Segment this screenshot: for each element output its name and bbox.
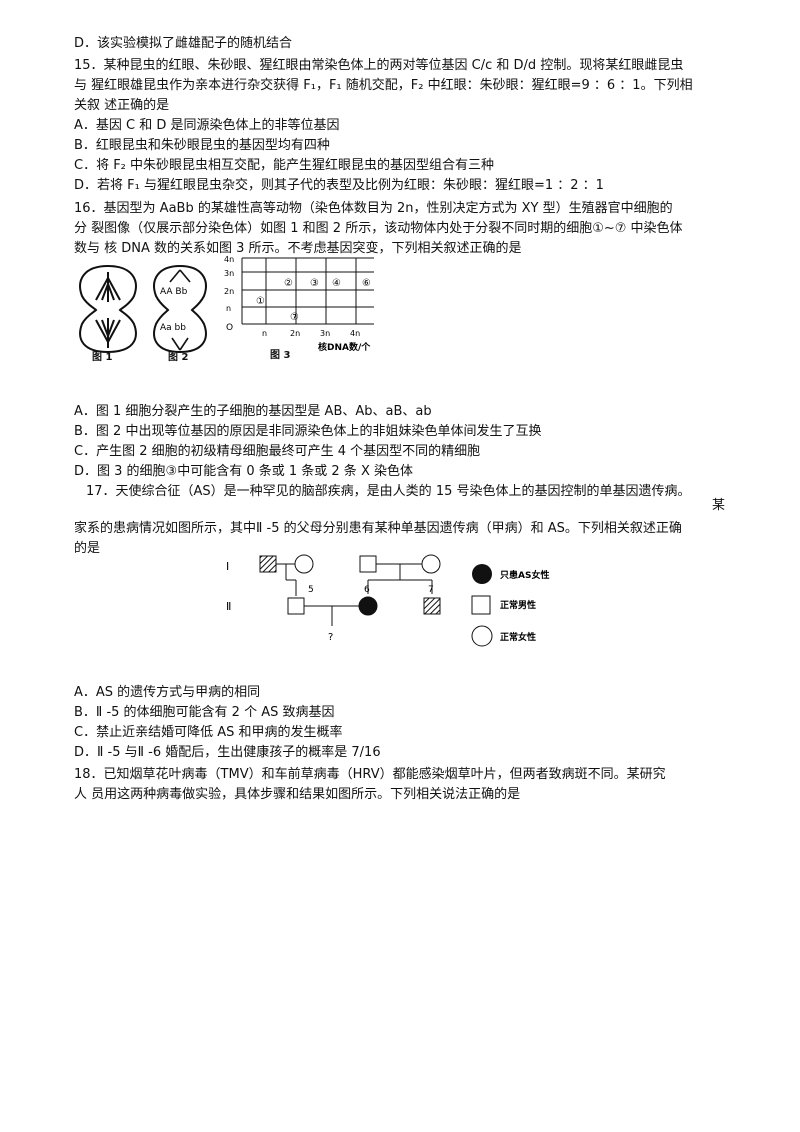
q16-figure-3: 4n 3n 2n n O n 2n 3n 4n 核DNA数/个 ① ② ③ ④ …: [222, 254, 382, 362]
fig3-cell-5: ⑥: [362, 278, 371, 289]
fig3-ytick-3n: 3n: [224, 269, 234, 278]
figure-3-chart: 4n 3n 2n n O n 2n 3n 4n 核DNA数/个 ① ② ③ ④ …: [224, 255, 374, 353]
legend-normal-female-symbol: [471, 625, 493, 647]
q16-option-a: A．图 1 细胞分裂产生的子细胞的基因型是 AB、Ab、aB、ab: [74, 404, 432, 419]
fig3-xtick-3n: 3n: [320, 329, 330, 338]
q17-option-b: B．Ⅱ -5 的体细胞可能含有 2 个 AS 致病基因: [74, 705, 335, 720]
gen1-female-2: [421, 554, 441, 574]
q16-figure-1: 图 1: [72, 262, 144, 363]
gen-I-label: Ⅰ: [226, 560, 229, 573]
figure-2-genes-bottom: Aa bb: [160, 323, 186, 333]
fig3-origin: O: [226, 323, 233, 333]
q17-stem-line1-tail: 某: [712, 498, 726, 513]
figure-2-label: 图 2: [168, 352, 189, 363]
q15-stem-line3: 关叙 述正确的是: [74, 98, 170, 113]
legend-as-female-text: 只患AS女性: [500, 569, 549, 581]
q17-stem-line2: 家系的患病情况如图所示，其中Ⅱ -5 的父母分别患有某种单基因遗传病（甲病）和 …: [74, 521, 682, 536]
figure-1-label: 图 1: [92, 352, 113, 363]
gen1-male-2: [359, 555, 377, 573]
individual-7-label: 7: [428, 585, 434, 595]
legend-as-female-symbol: [472, 564, 492, 584]
gen1-female: [294, 554, 314, 574]
ii6-as-female: [358, 596, 378, 616]
q15-option-c: C．将 F₂ 中朱砂眼昆虫相互交配，能产生猩红眼昆虫的基因型组合有三种: [74, 158, 495, 173]
individual-5-label: 5: [308, 585, 314, 595]
gen-II-label: Ⅱ: [226, 600, 231, 613]
fig3-ytick-n: n: [226, 304, 231, 313]
fig3-cell-3: ③: [310, 278, 319, 289]
q16-stem-line2: 分 裂图像（仅展示部分染色体）如图 1 和图 2 所示，该动物体内处于分裂不同时…: [74, 221, 683, 236]
fig3-cell-1: ①: [256, 296, 265, 307]
q17-stem-line1: 17．天使综合征（AS）是一种罕见的脑部疾病，是由人类的 15 号染色体上的基因…: [86, 484, 691, 499]
q16-stem-line3: 数与 核 DNA 数的关系如图 3 所示。不考虑基因突变，下列相关叙述正确的是: [74, 241, 522, 256]
ii5-male: [287, 597, 305, 615]
fig3-xtick-n: n: [262, 329, 267, 338]
q17-option-a: A．AS 的遗传方式与甲病的相同: [74, 685, 261, 700]
q16-stem-line1: 16．基因型为 AaBb 的某雄性高等动物（染色体数目为 2n，性别决定方式为 …: [74, 201, 673, 216]
q15-option-a: A．基因 C 和 D 是同源染色体上的非等位基因: [74, 118, 340, 133]
q17-pedigree: Ⅰ Ⅱ 5 6 7 ? 只患AS女性 正常男性 正常女性: [220, 552, 590, 650]
q16-option-d: D．图 3 的细胞③中可能含有 0 条或 1 条或 2 条 X 染色体: [74, 464, 413, 479]
q16-option-c: C．产生图 2 细胞的初级精母细胞最终可产生 4 个基因型不同的精细胞: [74, 444, 481, 459]
fig3-ytick-2n: 2n: [224, 287, 234, 296]
gen1-affected-male: [259, 555, 277, 573]
fig3-xtick-2n: 2n: [290, 329, 300, 338]
individual-6-label: 6: [364, 585, 370, 595]
q18-stem-line1: 18．已知烟草花叶病毒（TMV）和车前草病毒（HRV）都能感染烟草叶片，但两者致…: [74, 767, 666, 782]
q18-stem-line2: 人 员用这两种病毒做实验，具体步骤和结果如图所示。下列相关说法正确的是: [74, 787, 521, 802]
legend-normal-female-text: 正常女性: [500, 631, 536, 643]
fig3-cell-2: ②: [284, 278, 293, 289]
fig3-xtick-4n: 4n: [350, 329, 360, 338]
legend-normal-male-text: 正常男性: [500, 599, 536, 611]
fig3-x-label: 核DNA数/个: [318, 341, 371, 353]
q15-stem-line2: 与 猩红眼雄昆虫作为亲本进行杂交获得 F₁，F₁ 随机交配，F₂ 中红眼：朱砂眼…: [74, 78, 693, 93]
fig3-cell-6: ⑦: [290, 312, 299, 323]
q17-option-c: C．禁止近亲结婚可降低 AS 和甲病的发生概率: [74, 725, 343, 740]
q15-stem-line1: 15．某种昆虫的红眼、朱砂眼、猩红眼由常染色体上的两对等位基因 C/c 和 D/…: [74, 58, 684, 73]
fig3-ytick-4n: 4n: [224, 255, 234, 264]
q15-option-d: D．若将 F₁ 与猩红眼昆虫杂交，则其子代的表型及比例为红眼：朱砂眼：猩红眼=1…: [74, 178, 604, 193]
figure-3-label: 图 3: [270, 350, 291, 361]
offspring-unknown: ?: [328, 632, 333, 643]
q15-option-b: B．红眼昆虫和朱砂眼昆虫的基因型均有四种: [74, 138, 330, 153]
q16-figure-2: AA Bb Aa bb 图 2: [148, 262, 212, 363]
figure-2-genes-top: AA Bb: [160, 287, 188, 297]
ii7-affected-male: [423, 597, 441, 615]
q14-option-d: D．该实验模拟了雌雄配子的随机结合: [74, 36, 293, 51]
fig3-cell-4: ④: [332, 278, 341, 289]
q17-option-d: D．Ⅱ -5 与Ⅱ -6 婚配后，生出健康孩子的概率是 7/16: [74, 745, 381, 760]
legend-normal-male-symbol: [471, 595, 491, 615]
q17-stem-line3: 的是: [74, 541, 101, 556]
q16-option-b: B．图 2 中出现等位基因的原因是非同源染色体上的非姐妹染色单体间发生了互换: [74, 424, 542, 439]
